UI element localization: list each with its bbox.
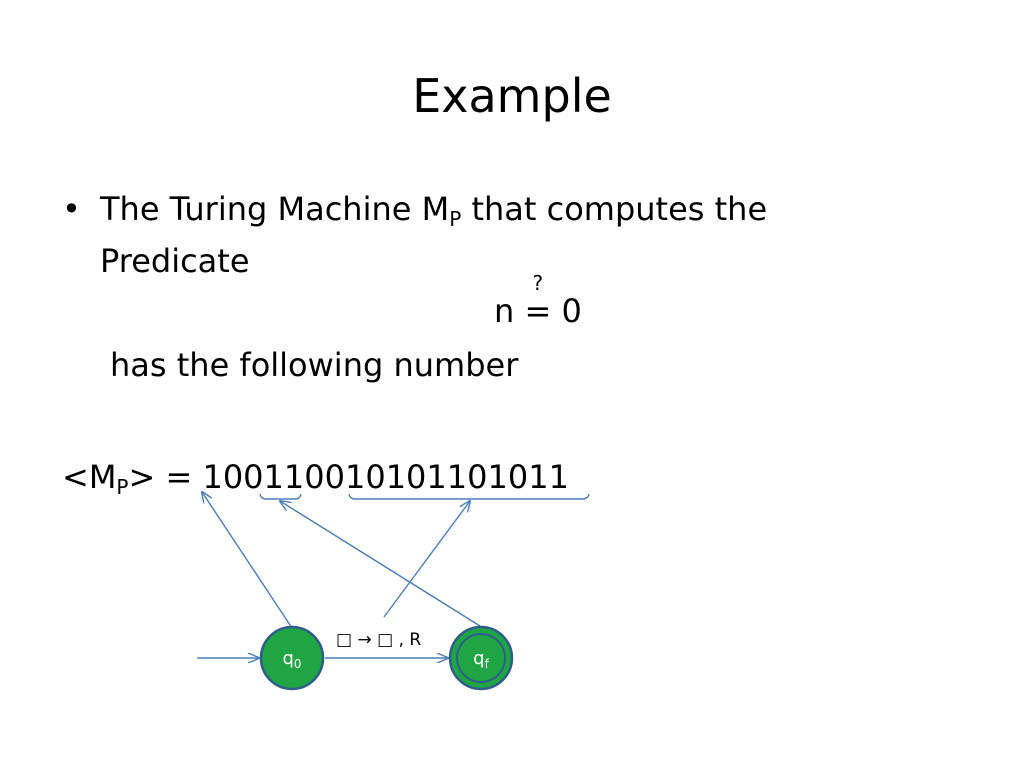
- bullet-subscript: P: [449, 207, 462, 231]
- encoding-digits: 100110010101101011: [202, 458, 569, 496]
- encoding-subscript: P: [116, 475, 129, 499]
- slide-title: Example: [412, 69, 612, 123]
- bullet-dot-icon: •: [62, 190, 81, 228]
- bullet-text-after: that computes the Predicate: [100, 190, 768, 280]
- formula-relation: ?=: [524, 272, 552, 332]
- state-q0-label: q0: [282, 648, 302, 671]
- encoding-middle: > =: [128, 458, 203, 496]
- arrow-transition-to-encoding: [383, 501, 470, 618]
- following-number-text: has the following number: [110, 346, 519, 384]
- formula-rhs: 0: [551, 292, 582, 330]
- bullet-text: The Turing Machine MP that computes the …: [100, 188, 860, 282]
- formula-question-mark: ?: [532, 271, 544, 295]
- formula-equals: =: [524, 292, 552, 330]
- arrow-qf-to-encoding: [280, 501, 481, 627]
- encoding-prefix: <M: [62, 458, 117, 496]
- arrow-q0-to-encoding: [202, 492, 293, 629]
- transition-label: □ → □ , R: [336, 630, 422, 650]
- bullet-text-before: The Turing Machine M: [100, 190, 450, 228]
- predicate-formula: n ?= 0: [494, 272, 582, 332]
- formula-lhs: n: [494, 292, 525, 330]
- machine-encoding: <MP> = 100110010101101011: [62, 456, 569, 508]
- state-qf-label: qf: [473, 648, 489, 671]
